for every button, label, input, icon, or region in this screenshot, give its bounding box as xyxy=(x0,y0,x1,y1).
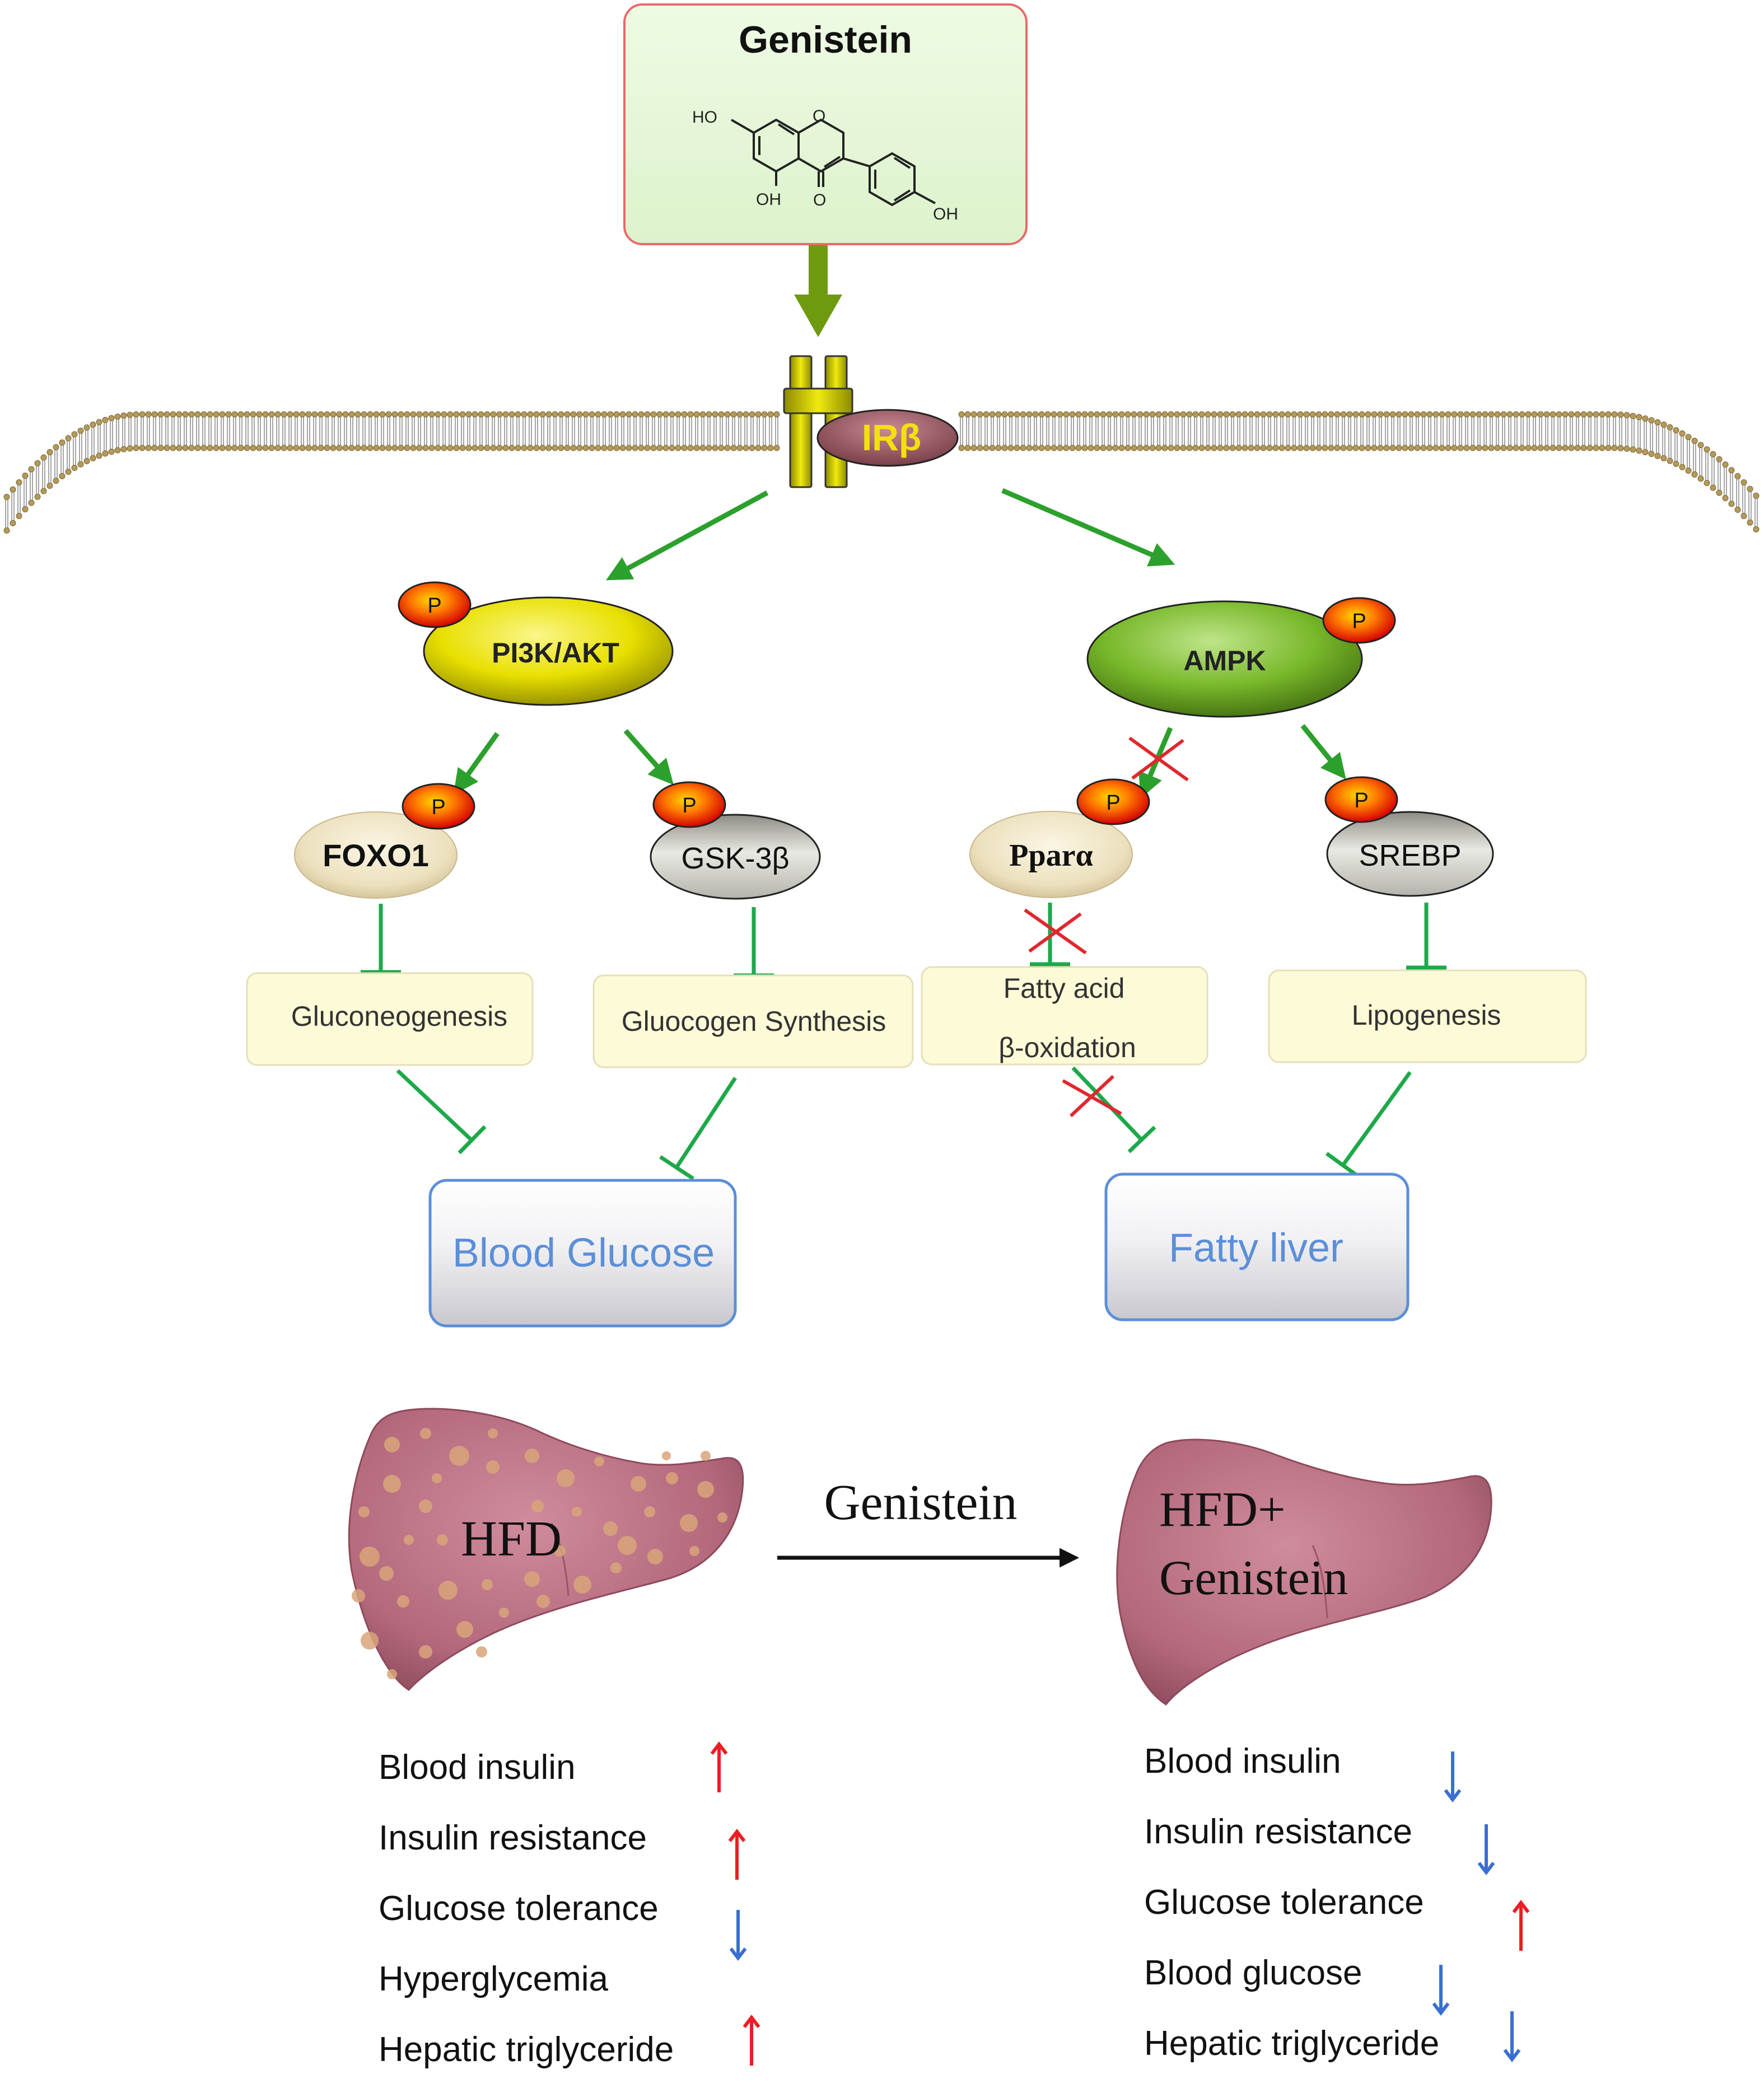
gsk3b-node: GSK-3β xyxy=(650,814,821,900)
effect-label: Blood insulin xyxy=(379,1748,576,1787)
genistein-to-receptor-arrow xyxy=(794,245,842,337)
pi3k-akt-label: PI3K/AKT xyxy=(492,637,619,669)
ppara-label: Pparα xyxy=(1009,838,1093,873)
insulin-receptor: IRβ xyxy=(783,355,959,488)
structure-label-o-ring: O xyxy=(813,107,825,125)
fatty-acid-label-line2: β-oxidation xyxy=(998,1032,1136,1063)
down-arrow-icon xyxy=(1444,1751,1462,1802)
up-arrow-icon xyxy=(1512,1900,1530,1951)
down-arrow-icon xyxy=(729,1910,747,1961)
effect-label: Insulin resistance xyxy=(1144,1813,1412,1851)
glycogen-synthesis-label: Gluocogen Synthesis xyxy=(622,1006,886,1037)
phospho-label: P xyxy=(1106,791,1120,815)
receptor-to-pi3k-arrow xyxy=(606,491,769,581)
block-mark-ampk-ppara xyxy=(1128,736,1189,782)
phospho-badge-pi3k: P xyxy=(398,581,472,628)
block-mark-fatty-acid-liver xyxy=(1062,1075,1122,1118)
liver-treated: HFD+ Genistein xyxy=(1116,1438,1492,1706)
liver-hfd-label: HFD xyxy=(461,1511,562,1567)
srebp-node: SREBP xyxy=(1326,811,1494,897)
fatty-liver-label: Fatty liver xyxy=(1169,1226,1343,1270)
pi3k-akt-node: PI3K/AKT xyxy=(423,596,674,706)
phospho-label: P xyxy=(682,794,696,818)
phospho-badge-ppara: P xyxy=(1076,778,1150,825)
effect-label: Blood insulin xyxy=(1144,1742,1341,1781)
diet-transition-arrow: Genistein xyxy=(777,1475,1079,1568)
foxo1-node: FOXO1 xyxy=(294,811,458,899)
phospho-badge-srebp: P xyxy=(1324,776,1398,823)
outcome-fatty-liver: Fatty liver xyxy=(1104,1173,1410,1321)
receptor-to-ampk-arrow xyxy=(1001,488,1175,567)
irb-ellipse xyxy=(816,409,959,467)
ppara-node: Pparα xyxy=(969,811,1133,898)
effect-label: Blood glucose xyxy=(1144,1954,1362,1992)
inhibition-lines-tier2 xyxy=(361,903,1446,978)
up-arrow-icon xyxy=(710,1741,728,1792)
effect-label: Hepatic triglyceride xyxy=(379,2030,674,2069)
genistein-box: Genistein xyxy=(623,3,1028,245)
effect-label: Hyperglycemia xyxy=(379,1960,609,1998)
effect-label: Hepatic triglyceride xyxy=(1144,2024,1439,2063)
phospho-badge-gsk3b: P xyxy=(652,781,726,828)
liver-treated-label-line1: HFD+ xyxy=(1159,1483,1286,1537)
down-arrow-icon xyxy=(1477,1824,1495,1875)
process-glycogen-synthesis: Gluocogen Synthesis xyxy=(592,974,914,1068)
fatty-acid-label-line1: Fatty acid xyxy=(1004,973,1125,1004)
structure-label-oh-bottom: OH xyxy=(756,190,781,209)
outcome-blood-glucose: Blood Glucose xyxy=(428,1179,737,1328)
up-arrow-icon xyxy=(728,1829,746,1880)
effect-label: Insulin resistance xyxy=(379,1819,647,1857)
blood-glucose-label: Blood Glucose xyxy=(452,1231,715,1276)
down-arrow-icon xyxy=(1432,1965,1450,2016)
phospho-label: P xyxy=(1352,610,1366,633)
structure-label-ho: HO xyxy=(692,108,717,127)
transition-arrow-label: Genistein xyxy=(824,1475,1018,1530)
liver-hfd: HFD xyxy=(348,1408,744,1691)
phospho-label: P xyxy=(427,594,441,618)
structure-label-oh-right: OH xyxy=(933,205,958,223)
ampk-label: AMPK xyxy=(1183,645,1266,676)
down-arrow-icon xyxy=(1503,2011,1521,2062)
phospho-label: P xyxy=(1354,789,1368,812)
process-gluconeogenesis: Gluconeogenesis xyxy=(246,972,534,1066)
phospho-badge-ampk: P xyxy=(1322,597,1396,644)
genistein-structure-labels: HO O OH O OH xyxy=(692,107,958,223)
genistein-title: Genistein xyxy=(739,18,912,61)
foxo1-label: FOXO1 xyxy=(323,838,429,873)
liver-treated-label-line2: Genistein xyxy=(1159,1551,1348,1605)
block-mark-ppara-fatty-acid xyxy=(1024,908,1087,955)
pi3k-to-foxo1-arrow xyxy=(453,732,500,795)
phospho-badge-foxo1: P xyxy=(402,783,475,830)
genistein-structure xyxy=(731,118,936,207)
structure-label-o-ketone: O xyxy=(813,191,826,209)
effect-label: Glucose tolerance xyxy=(379,1889,659,1928)
process-lipogenesis: Lipogenesis xyxy=(1268,969,1587,1063)
ampk-node: AMPK xyxy=(1086,600,1363,718)
lipogenesis-label: Lipogenesis xyxy=(1352,999,1501,1031)
up-arrow-icon xyxy=(743,2015,760,2066)
ampk-to-srebp-arrow xyxy=(1300,724,1346,779)
effect-label: Glucose tolerance xyxy=(1144,1883,1424,1922)
srebp-label: SREBP xyxy=(1359,839,1461,872)
phospho-label: P xyxy=(431,796,445,819)
fat-spots xyxy=(352,1428,727,1679)
pi3k-to-gsk3b-arrow xyxy=(623,729,674,785)
process-fatty-acid-oxidation: Fatty acid β-oxidation xyxy=(921,966,1208,1066)
gsk3b-label: GSK-3β xyxy=(681,842,789,875)
gluconeogenesis-label: Gluconeogenesis xyxy=(291,1001,507,1032)
inhibition-lines-outcomes xyxy=(396,1066,1412,1180)
cell-membrane xyxy=(3,411,1760,534)
irb-label: IRβ xyxy=(862,417,921,458)
